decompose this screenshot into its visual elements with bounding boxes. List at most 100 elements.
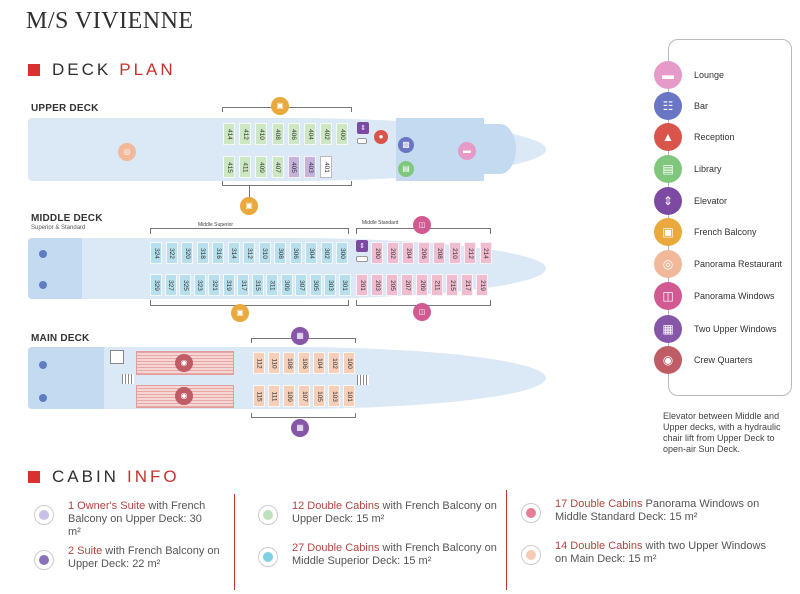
cabin-314: 314 <box>227 242 240 264</box>
legend-item: ☷Bar <box>654 92 708 120</box>
panorama-windows-icon: ◫ <box>413 303 431 321</box>
cabin-210: 210 <box>448 242 461 264</box>
upper-deck-bow-tip <box>484 124 516 174</box>
cabin-304: 304 <box>305 242 317 264</box>
elevator-note: Elevator between Middle and Upper decks,… <box>663 411 781 454</box>
cabin-104: 104 <box>313 352 325 374</box>
cabin-102: 102 <box>328 352 340 374</box>
legend-item: ◫ Panorama Windows <box>654 282 775 310</box>
two-windows-icon: ▦ <box>654 315 682 343</box>
legend-label: Two Upper Windows <box>694 324 777 334</box>
cabin-109: 109 <box>283 385 295 407</box>
cabin-322: 322 <box>165 242 178 264</box>
column-divider <box>506 490 507 590</box>
legend-label: Elevator <box>694 196 728 206</box>
cabin-411: 411 <box>239 156 252 178</box>
cabin-406: 406 <box>287 123 300 145</box>
cabin-300: 300 <box>336 242 348 264</box>
legend-item: ▤Library <box>654 155 722 183</box>
window-icon: ◫ <box>654 282 682 310</box>
legend-item: ▦ Two Upper Windows <box>654 315 777 343</box>
cabin-info-text: 12 Double Cabins with French Balcony on … <box>292 500 497 526</box>
cabin-202: 202 <box>386 242 399 264</box>
cabin-316: 316 <box>212 242 224 264</box>
upper-deck-label: UPPER DECK <box>31 103 99 114</box>
cabin-400: 400 <box>336 123 349 145</box>
french-balcony-icon: ▣ <box>240 197 258 215</box>
red-square-marker <box>28 471 40 483</box>
legend-label: Panorama Windows <box>694 291 775 301</box>
cabin-402: 402 <box>320 123 333 145</box>
elevator-icon: ⇕ <box>654 187 682 215</box>
cabin-info-item: 14 Double Cabins with two Upper Windows … <box>521 540 771 566</box>
stairs-icon <box>357 138 367 144</box>
elevator-icon: ⇕ <box>356 240 368 252</box>
exit-dot <box>39 361 47 369</box>
bell-icon: ▲ <box>654 123 682 151</box>
cabin-info-item: 17 Double Cabins Panorama Windows on Mid… <box>521 498 771 524</box>
cabin-info-text: 27 Double Cabins with French Balcony on … <box>292 542 497 568</box>
cabin-323: 323 <box>193 274 206 296</box>
cabin-110: 110 <box>268 352 280 374</box>
upper-bottom-bracket <box>222 181 352 186</box>
panorama-windows-icon: ◫ <box>413 216 431 234</box>
cabin-305: 305 <box>309 274 322 296</box>
two-upper-windows-icon: ▦ <box>291 419 309 437</box>
exit-dot <box>39 281 47 289</box>
elevator-icon: ⇕ <box>357 122 369 134</box>
reception-icon: ● <box>374 130 388 144</box>
cabin-401: 401 <box>320 156 333 178</box>
legend-panel <box>668 39 792 396</box>
cabin-205: 205 <box>386 274 398 296</box>
cabin-319: 319 <box>222 274 235 296</box>
cabin-327: 327 <box>164 274 177 296</box>
cabin-307: 307 <box>295 274 307 296</box>
french-balcony-icon: ▣ <box>271 97 289 115</box>
cabin-317: 317 <box>237 274 249 296</box>
cabin-info-item: 27 Double Cabins with French Balcony on … <box>258 542 498 568</box>
cabin-211: 211 <box>431 274 443 296</box>
cabin-204: 204 <box>402 242 414 264</box>
cabin-318: 318 <box>196 242 209 264</box>
cabin-412: 412 <box>239 123 252 145</box>
sofa-icon: ▬ <box>654 61 682 89</box>
panorama-restaurant-icon: ◎ <box>118 143 136 161</box>
crew-icon: ◉ <box>654 346 682 374</box>
middle-standard-note: Middle Standard <box>362 220 399 226</box>
crew-icon: ◉ <box>175 387 193 405</box>
legend-item: ⇕ Elevator <box>654 187 727 215</box>
cabin-209: 209 <box>416 274 428 296</box>
cabin-color-dot <box>258 547 278 567</box>
cabin-203: 203 <box>371 274 383 296</box>
stairs-icon <box>122 374 134 384</box>
cabin-101: 101 <box>343 385 355 407</box>
cabin-color-dot <box>521 503 541 523</box>
cabin-200: 200 <box>371 242 383 264</box>
cabin-303: 303 <box>324 274 336 296</box>
cabin-320: 320 <box>181 242 193 264</box>
cabin-206: 206 <box>417 242 430 264</box>
exit-dot <box>39 250 47 258</box>
cabin-214: 214 <box>479 242 492 264</box>
legend-label: Panorama Restaurant <box>694 259 783 269</box>
exit-dot <box>39 394 47 402</box>
cabin-info-text: 2 Suite with French Balcony on Upper Dec… <box>68 545 220 571</box>
cabin-color-dot <box>521 545 541 565</box>
cabin-415: 415 <box>223 156 235 178</box>
cabin-301: 301 <box>338 274 351 296</box>
red-square-marker <box>28 64 40 76</box>
cabin-115: 115 <box>253 385 265 407</box>
cabin-info-text: 14 Double Cabins with two Upper Windows … <box>555 540 766 566</box>
middle-deck-stern-area <box>28 238 82 299</box>
cabin-405: 405 <box>287 156 300 178</box>
cabin-217: 217 <box>461 274 473 296</box>
legend-label: Reception <box>694 132 735 142</box>
cabin-108: 108 <box>283 352 295 374</box>
cabin-106: 106 <box>298 352 310 374</box>
cabin-color-dot <box>34 505 54 525</box>
balcony-icon: ▣ <box>654 218 682 246</box>
lounge-icon: ▬ <box>458 142 476 160</box>
cabin-color-dot <box>34 550 54 570</box>
cabin-302: 302 <box>320 242 333 264</box>
cabin-201: 201 <box>356 274 368 296</box>
